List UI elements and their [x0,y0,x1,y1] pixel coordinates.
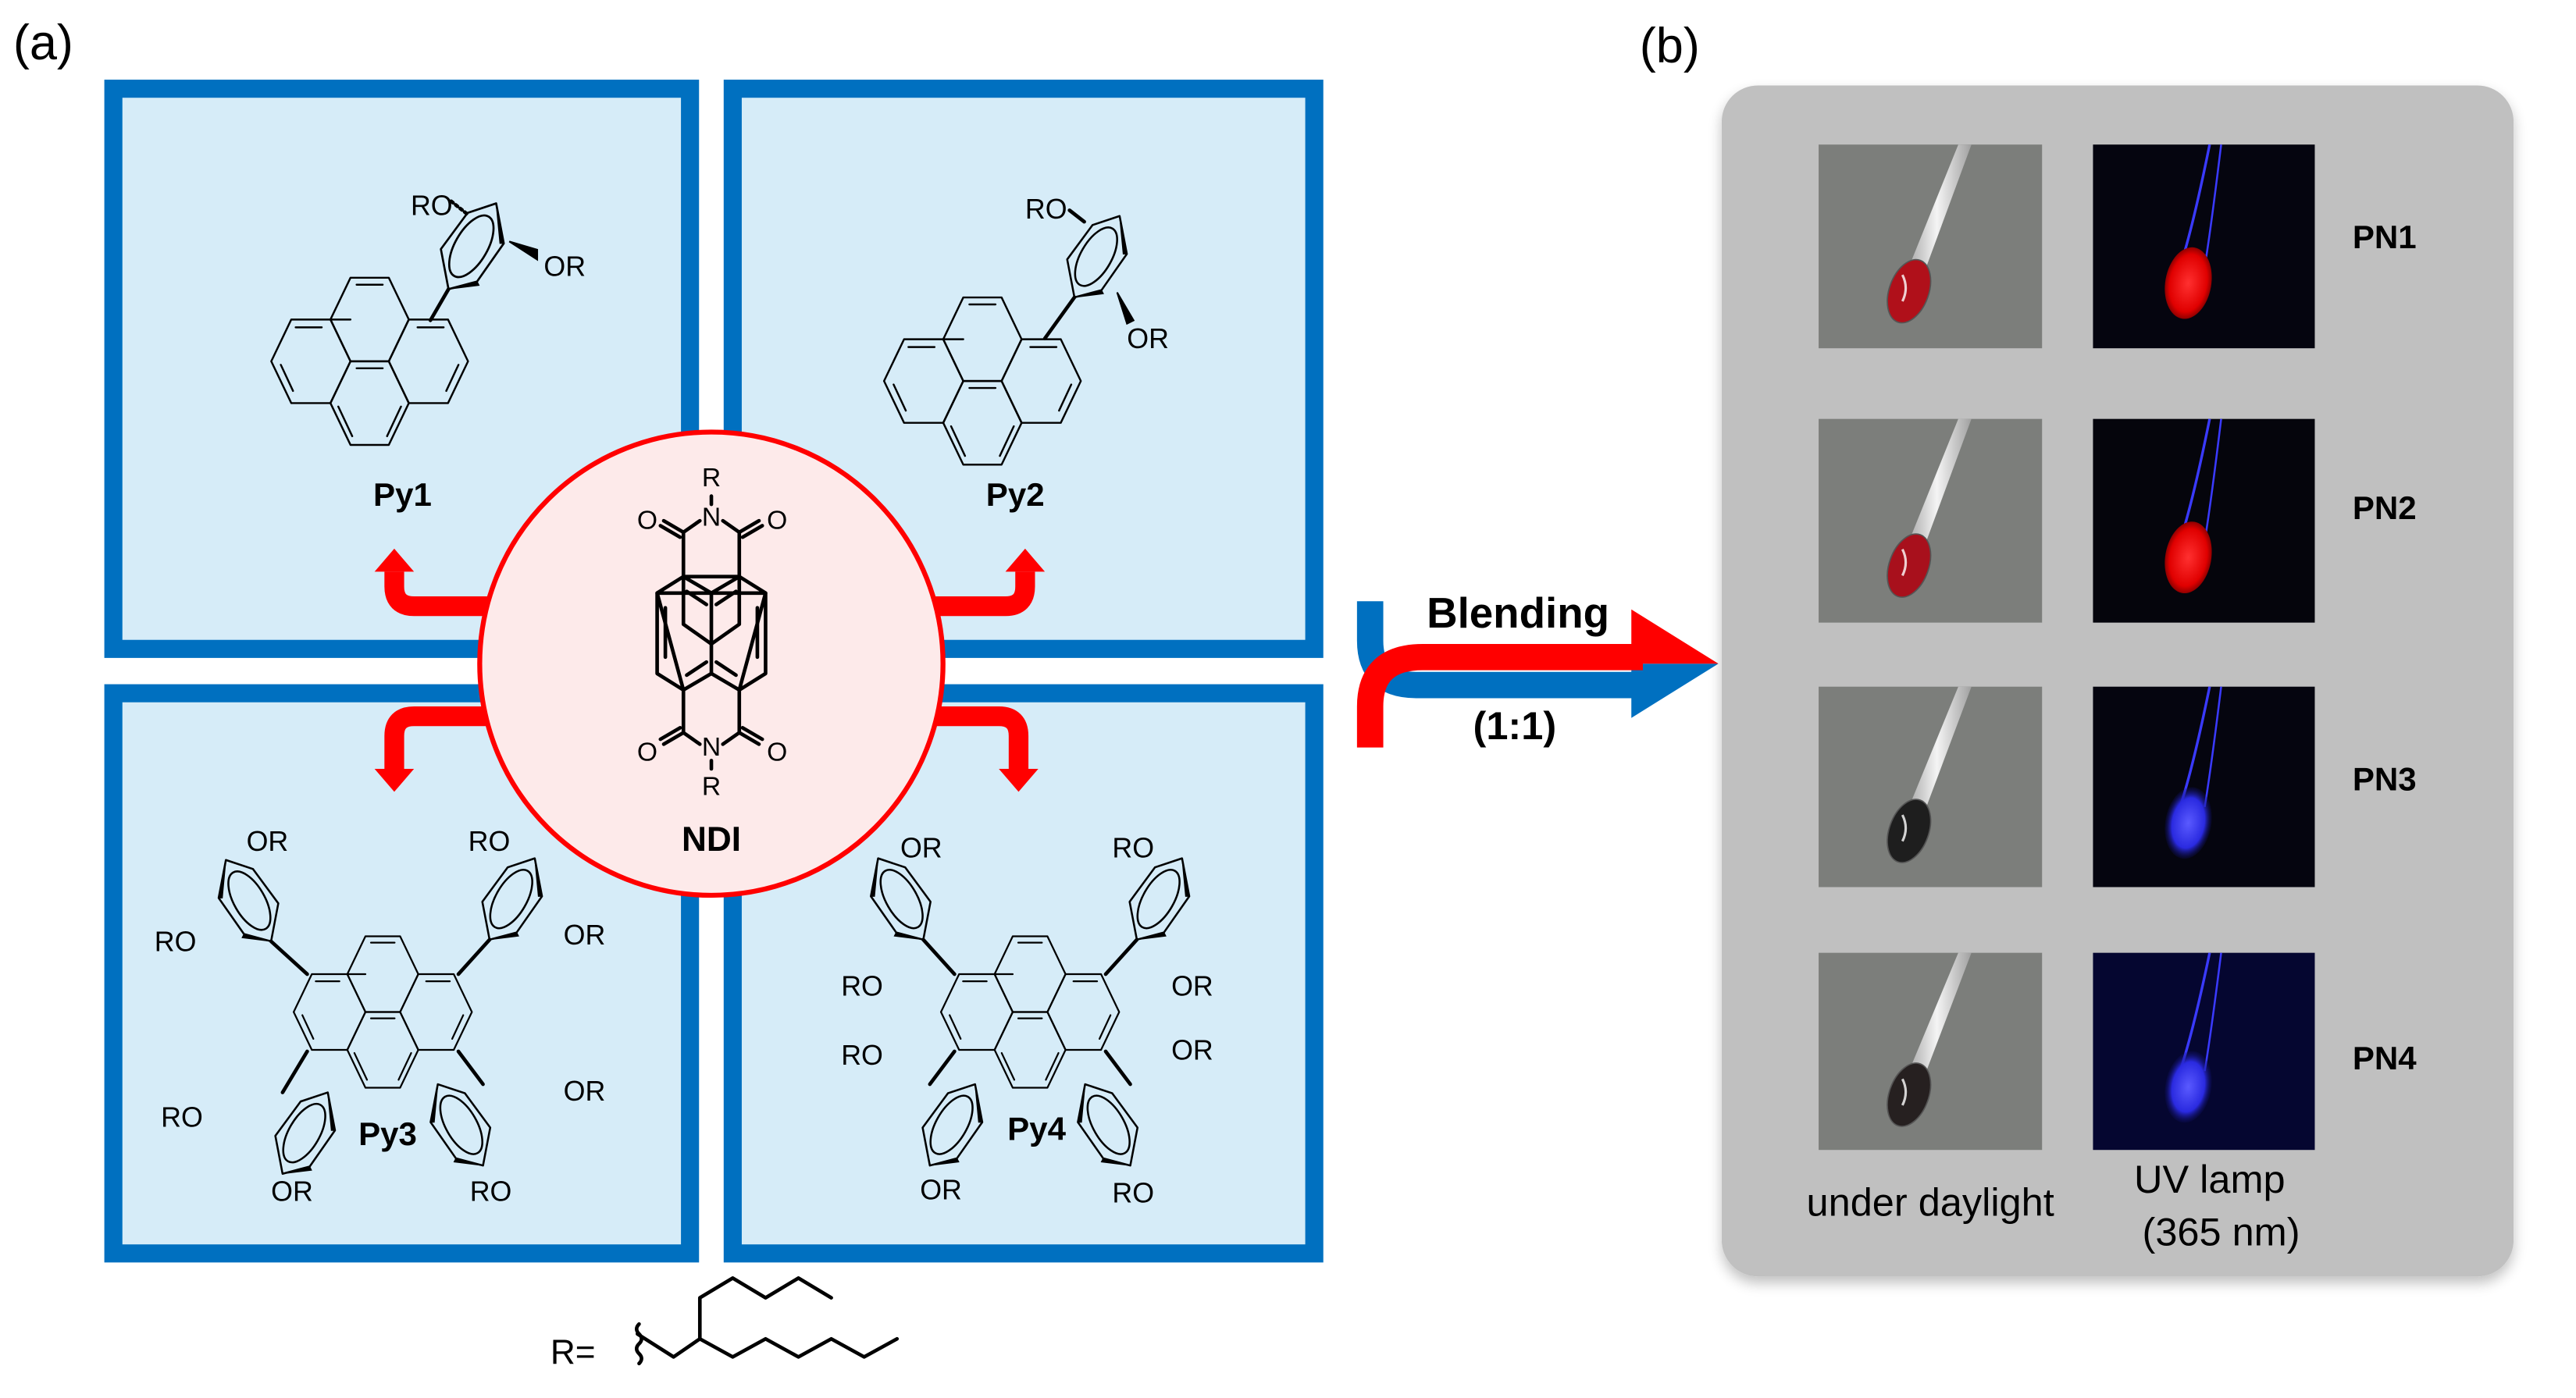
pn2-label: PN2 [2353,489,2417,526]
py4-ro-label-1: RO [841,970,883,1001]
blending-ratio: (1:1) [1473,703,1557,748]
ndi-node: R N O O N R O O NDI [477,429,946,898]
py2-structure: RO OR Py2 [882,194,1169,513]
panel-b: PN1 PN2 PN3 PN4 under daylight UV lamp (… [1721,85,2514,1277]
pn1-uv-photo [2093,144,2315,349]
ndi-o-top-left: O [637,507,657,535]
py3-or-label-3: OR [271,1176,313,1207]
py3-ro-label-1: RO [155,927,197,958]
pn3-uv-photo [2093,686,2315,888]
ndi-n-bottom: N [702,733,721,762]
py1-ro-label: RO [411,190,453,222]
arrow-to-py4 [929,706,1039,792]
r-group-definition: R= [550,1276,900,1371]
py4-ro-label-4: RO [1112,1178,1154,1209]
py2-or-label: OR [1127,323,1169,354]
pn4-label: PN4 [2353,1040,2417,1076]
compound-box-py1 [104,80,700,658]
ndi-label: NDI [682,820,741,859]
py4-or-label-2: OR [1171,970,1213,1001]
caption-uv-line2: (365 nm) [2143,1209,2300,1254]
py3-structure: OR RO RO OR RO OR OR RO Py3 [155,826,606,1207]
caption-daylight: under daylight [1807,1179,2054,1224]
arrow-to-py3 [374,706,493,792]
py1-or-label: OR [543,251,586,283]
pn1-label: PN1 [2353,219,2417,255]
pn1-daylight-photo [1819,144,2043,349]
py4-ro-label-2: RO [1112,833,1154,864]
py3-or-label-1: OR [247,826,289,857]
py3-ro-label-4: RO [470,1176,512,1207]
py3-or-label-2: OR [564,920,606,951]
ndi-o-top-right: O [767,507,787,535]
pn4-uv-photo [2093,952,2315,1151]
ndi-o-bottom-left: O [637,738,657,767]
py3-ro-label-3: RO [161,1102,203,1133]
arrow-to-py2 [929,548,1046,617]
pn2-daylight-photo [1819,418,2043,623]
ndi-structure: R N O O N R O O [637,464,787,802]
caption-uv-line1: UV lamp [2134,1157,2286,1201]
ndi-arrows [374,548,1046,792]
py4-or-label-4: OR [1171,1034,1213,1065]
pn2-uv-photo [2093,418,2315,623]
ndi-r-bottom: R [702,773,721,802]
py2-label: Py2 [986,476,1045,513]
py3-or-label-4: OR [564,1076,606,1107]
py3-ro-label-2: RO [469,826,511,857]
ndi-n-top: N [702,503,721,532]
blending-arrow [1356,601,1719,748]
ndi-o-bottom-right: O [767,738,787,767]
pn3-label: PN3 [2353,760,2417,797]
py4-or-label-1: OR [900,833,942,864]
py4-ro-label-3: RO [841,1040,883,1071]
blending-label: Blending [1427,589,1609,637]
pn4-daylight-photo [1819,952,2043,1151]
py1-label: Py1 [373,476,432,513]
r-group-label: R= [550,1333,596,1371]
py4-structure: OR RO RO OR RO OR OR RO Py4 [841,833,1213,1209]
py3-label: Py3 [358,1115,417,1152]
py4-or-label-3: OR [920,1174,962,1205]
arrow-to-py1 [374,548,493,617]
pn3-daylight-photo [1819,686,2043,888]
py4-label: Py4 [1007,1111,1066,1147]
panel-label-a: (a) [13,16,73,70]
py2-ro-label: RO [1025,194,1067,225]
panel-label-b: (b) [1640,19,1700,73]
ndi-r-top: R [702,464,721,493]
py1-structure: RO OR Py1 [270,190,586,513]
